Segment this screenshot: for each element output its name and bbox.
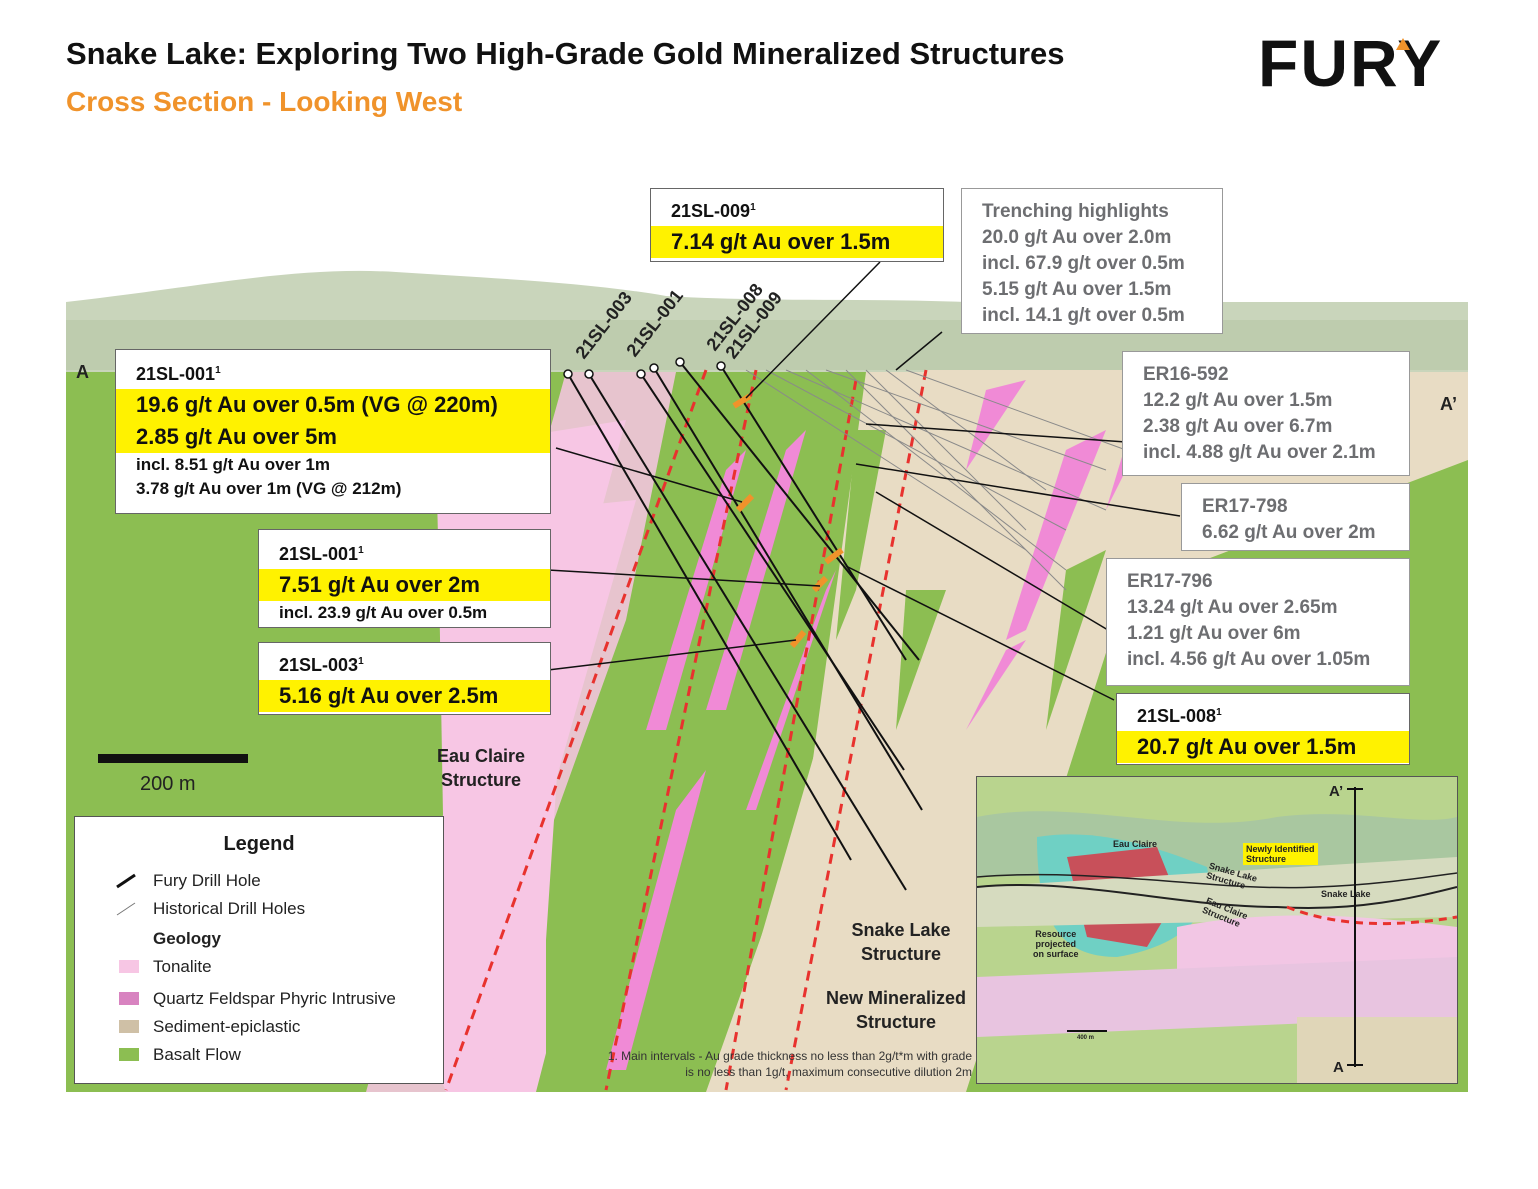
er17-796-line: 1.21 g/t Au over 6m [1127,623,1301,644]
logo-text: FURY [1258,30,1443,94]
leader-lines [547,261,1181,701]
callout-line-1: incl. 8.51 g/t Au over 1m [136,455,330,474]
callout-21sl-003: 21SL-0031 5.16 g/t Au over 2.5m [258,642,551,715]
trenching-line: 5.15 g/t Au over 1.5m [982,279,1172,300]
legend-fury-drill: Fury Drill Hole [116,871,261,891]
page-title: Snake Lake: Exploring Two High-Grade Gol… [66,36,1065,71]
legend-tonalite: Tonalite [119,957,212,977]
sediment-swatch [119,1020,139,1033]
basalt-swatch [119,1048,139,1061]
callout-highlight-1: 19.6 g/t Au over 0.5m (VG @ 220m) [116,389,550,421]
callout-21sl-008: 21SL-0081 20.7 g/t Au over 1.5m [1116,693,1410,765]
callout-highlight: 20.7 g/t Au over 1.5m [1117,731,1409,763]
scale-bar [98,754,248,763]
inset-a: A [1333,1059,1344,1076]
er17-798-line: 6.62 g/t Au over 2m [1202,522,1376,543]
callout-hole: 21SL-009 [671,201,751,221]
legend-geology-heading: Geology [153,929,222,948]
er16-592-title: ER16-592 [1143,364,1229,385]
historical-drill-icon [116,902,136,916]
basalt-band [536,372,826,1092]
page-subtitle: Cross Section - Looking West [66,86,463,117]
section-label-a-prime: A’ [1440,394,1458,414]
drill-collars [563,357,726,379]
callout-hole: 21SL-008 [1137,706,1217,726]
historical-drill-holes [745,369,1127,591]
intercept-marks [732,393,844,648]
tonalite-swatch [119,960,139,973]
logo-accent-shape [1396,38,1410,50]
callout-21sl-009: 21SL-0091 7.14 g/t Au over 1.5m [650,188,944,262]
callout-trenching: Trenching highlights 20.0 g/t Au over 2.… [961,188,1223,334]
er17-796-line: 13.24 g/t Au over 2.65m [1127,597,1338,618]
inset-eau-claire: Eau Claire [1113,839,1158,849]
callout-hole: 21SL-001 [136,364,216,384]
fury-drill-holes [567,361,923,891]
legend-qfp: Quartz Feldspar Phyric Intrusive [119,989,396,1009]
inset-snake-lake: Snake Lake [1321,889,1371,899]
scale-label: 200 m [140,773,196,795]
er16-592-line: 12.2 g/t Au over 1.5m [1143,390,1333,411]
callout-hole: 21SL-003 [279,655,359,675]
trenching-line: incl. 14.1 g/t over 0.5m [982,305,1185,326]
callout-highlight: 7.51 g/t Au over 2m [259,569,550,601]
er16-592-line: 2.38 g/t Au over 6.7m [1143,416,1333,437]
legend: Legend Fury Drill Hole Historical Drill … [74,816,444,1084]
fury-drill-icon [116,873,136,889]
callout-highlight: 7.14 g/t Au over 1.5m [651,226,943,258]
inset-graphic [977,777,1457,1083]
callout-highlight-2: 2.85 g/t Au over 5m [116,421,550,453]
er17-796-line: incl. 4.56 g/t Au over 1.05m [1127,649,1371,670]
callout-highlight: 5.16 g/t Au over 2.5m [259,680,550,712]
er17-798-title: ER17-798 [1202,496,1288,517]
callout-21sl-001-lower: 21SL-0011 7.51 g/t Au over 2m incl. 23.9… [258,529,551,628]
section-label-a: A [76,362,89,382]
legend-basalt: Basalt Flow [119,1045,241,1065]
legend-sediment: Sediment-epiclastic [119,1017,300,1037]
callout-er17-798: ER17-798 6.62 g/t Au over 2m [1181,483,1410,551]
structure-lines [444,369,928,1091]
callout-er16-592: ER16-592 12.2 g/t Au over 1.5m 2.38 g/t … [1122,351,1410,476]
callout-hole: 21SL-001 [279,544,359,564]
trenching-line: 20.0 g/t Au over 2.0m [982,227,1172,248]
er16-592-line: incl. 4.88 g/t Au over 2.1m [1143,442,1376,463]
inset-scale: 400 m [1077,1035,1095,1041]
er17-796-title: ER17-796 [1127,571,1213,592]
callout-21sl-001-upper: 21SL-0011 19.6 g/t Au over 0.5m (VG @ 22… [115,349,551,514]
fury-logo: FURY [1258,30,1443,94]
legend-historical-drill: Historical Drill Holes [116,899,305,919]
footnote: 1. Main intervals - Au grade thickness n… [607,1049,972,1079]
legend-title: Legend [223,833,295,855]
callout-line-2: 3.78 g/t Au over 1m (VG @ 212m) [136,479,402,498]
trenching-title: Trenching highlights [982,201,1169,222]
callout-er17-796: ER17-796 13.24 g/t Au over 2.65m 1.21 g/… [1106,558,1410,686]
inset-a-prime: A’ [1329,783,1344,800]
qfp-band [646,450,746,730]
callout-line-1: incl. 23.9 g/t Au over 0.5m [279,603,488,622]
trenching-line: incl. 67.9 g/t over 0.5m [982,253,1185,274]
qfp-swatch [119,992,139,1005]
